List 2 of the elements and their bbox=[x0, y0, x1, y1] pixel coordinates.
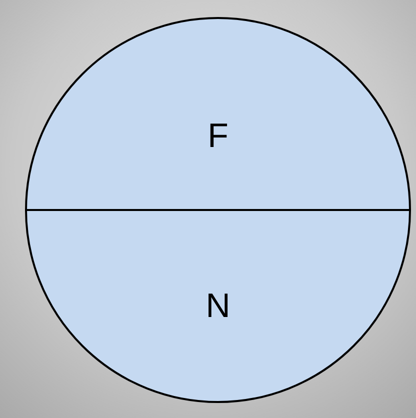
segment-label: F bbox=[208, 116, 228, 156]
segment-label: N bbox=[206, 286, 230, 326]
